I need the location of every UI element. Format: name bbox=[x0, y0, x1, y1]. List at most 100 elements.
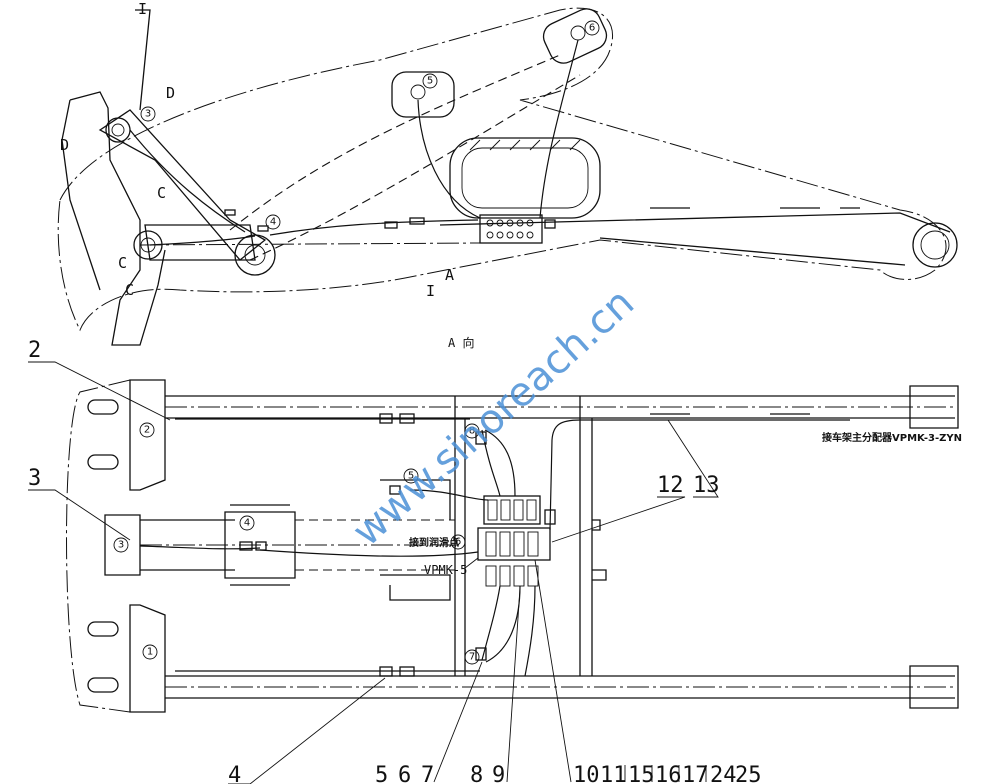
callout-10: 10 bbox=[573, 763, 600, 784]
main-arm bbox=[439, 212, 951, 266]
box-section bbox=[449, 137, 601, 219]
front-plate-lower bbox=[129, 604, 166, 713]
hose-to-point-7 bbox=[481, 585, 501, 661]
svg-text:4: 4 bbox=[270, 217, 276, 228]
bottom-leaders bbox=[433, 559, 707, 783]
hose-to-point-8b bbox=[484, 429, 516, 497]
callout-9: 9 bbox=[492, 763, 505, 784]
plan-view: 1 2 3 4 5 6 7 8 接到润滑点 bbox=[66, 379, 962, 713]
section-mark: C bbox=[125, 281, 134, 299]
arm-band-upper bbox=[229, 54, 561, 231]
side-view: I D D C C C A I 3 4 5 6 bbox=[57, 0, 958, 346]
leader-13 bbox=[667, 419, 719, 498]
leader-3 bbox=[28, 489, 131, 541]
callout-15: 15 bbox=[628, 763, 655, 784]
callout-24: 24 bbox=[710, 763, 737, 784]
link-arm-2 bbox=[144, 224, 256, 261]
svg-text:6: 6 bbox=[455, 537, 461, 548]
hose-to-point-8 bbox=[481, 429, 501, 497]
svg-text:1: 1 bbox=[147, 647, 153, 658]
callouts: 2 3 12 13 4 5 6 7 8 9 10 11 15 16 17 24 … bbox=[28, 338, 762, 784]
circled-label-plan-8: 8 bbox=[464, 423, 480, 439]
hose-to-point-4 bbox=[259, 549, 479, 557]
callout-4: 4 bbox=[228, 763, 241, 784]
pivot-mid bbox=[234, 234, 276, 276]
callout-8: 8 bbox=[470, 763, 483, 784]
callout-17: 17 bbox=[682, 763, 709, 784]
circled-label-plan-2: 2 bbox=[139, 422, 155, 438]
side-manifold bbox=[479, 214, 543, 244]
rail-lower bbox=[165, 675, 955, 699]
cross-frame-tabs bbox=[592, 519, 607, 581]
section-mark: D bbox=[60, 136, 69, 154]
callout-13: 13 bbox=[693, 473, 720, 498]
rear-carriage bbox=[380, 479, 451, 601]
arm-band-lower bbox=[249, 74, 581, 261]
leader-2 bbox=[28, 361, 171, 421]
callout-11: 11 bbox=[600, 763, 627, 784]
mid-arm bbox=[140, 519, 235, 571]
mid-carriage-2 bbox=[230, 504, 290, 586]
svg-text:5: 5 bbox=[427, 76, 433, 87]
pivot-upper-5 bbox=[391, 71, 455, 118]
circled-label-side-3: 3 bbox=[140, 106, 156, 122]
pivot-rear bbox=[912, 222, 958, 268]
svg-text:4: 4 bbox=[244, 518, 250, 529]
section-mark: I bbox=[138, 0, 147, 18]
hose-to-point-3 bbox=[139, 545, 261, 550]
mid-carriage bbox=[224, 511, 296, 579]
bucket-frame bbox=[61, 91, 166, 346]
hose-to-main-distributor bbox=[549, 419, 850, 531]
svg-text:7: 7 bbox=[469, 652, 475, 663]
rear-block-upper bbox=[909, 385, 959, 429]
pivot-upper-6 bbox=[542, 8, 608, 64]
hose-to-point-5 bbox=[409, 489, 489, 501]
center-line bbox=[139, 242, 481, 246]
side-hose-d bbox=[129, 129, 246, 233]
circled-label-plan-3: 3 bbox=[113, 537, 129, 553]
section-mark: I bbox=[426, 282, 435, 300]
svg-text:5: 5 bbox=[408, 471, 414, 482]
circled-label-side-4: 4 bbox=[265, 214, 281, 230]
side-fittings bbox=[224, 209, 556, 232]
section-mark: C bbox=[157, 184, 166, 202]
hose-side bbox=[524, 585, 536, 677]
svg-text:3: 3 bbox=[145, 109, 151, 120]
callout-16: 16 bbox=[655, 763, 682, 784]
callout-12: 12 bbox=[657, 473, 684, 498]
svg-text:3: 3 bbox=[118, 540, 124, 551]
circled-label-plan-1: 1 bbox=[142, 644, 158, 660]
bottom-callout-row: 5 6 7 8 9 10 11 15 16 17 24 25 bbox=[375, 559, 762, 784]
svg-text:2: 2 bbox=[144, 425, 150, 436]
front-plate-upper bbox=[129, 379, 166, 491]
leader-12 bbox=[551, 496, 686, 543]
leader-4 bbox=[228, 677, 386, 784]
view-title: A 向 bbox=[448, 335, 474, 350]
distributor-label: VPMK-5 bbox=[424, 563, 467, 577]
note-connect-lubrication-point: 接到润滑点 bbox=[409, 536, 459, 549]
mid-arm-dash bbox=[295, 519, 455, 571]
circled-label-plan-5: 5 bbox=[403, 468, 419, 484]
rail-upper bbox=[165, 395, 955, 419]
pivot-front-upper bbox=[105, 117, 131, 143]
distributor-vpmk-5 bbox=[477, 495, 551, 587]
circled-label-side-6: 6 bbox=[584, 20, 600, 36]
circled-label-side-5: 5 bbox=[422, 73, 438, 89]
circled-label-plan-4: 4 bbox=[239, 515, 255, 531]
side-hose-c bbox=[539, 39, 579, 219]
plan-envelope bbox=[66, 379, 131, 713]
side-hose-e bbox=[149, 235, 256, 246]
section-mark: C bbox=[118, 254, 127, 272]
link-arm bbox=[98, 109, 267, 261]
section-mark: D bbox=[166, 84, 175, 102]
side-hose-b bbox=[417, 99, 481, 219]
boom-outline bbox=[57, 7, 947, 332]
callout-3: 3 bbox=[28, 466, 41, 491]
callout-2: 2 bbox=[28, 338, 41, 363]
distributor-leader bbox=[464, 557, 479, 569]
section-line-i bbox=[135, 9, 151, 111]
circled-label-plan-7: 7 bbox=[464, 649, 480, 665]
slots bbox=[87, 399, 119, 693]
